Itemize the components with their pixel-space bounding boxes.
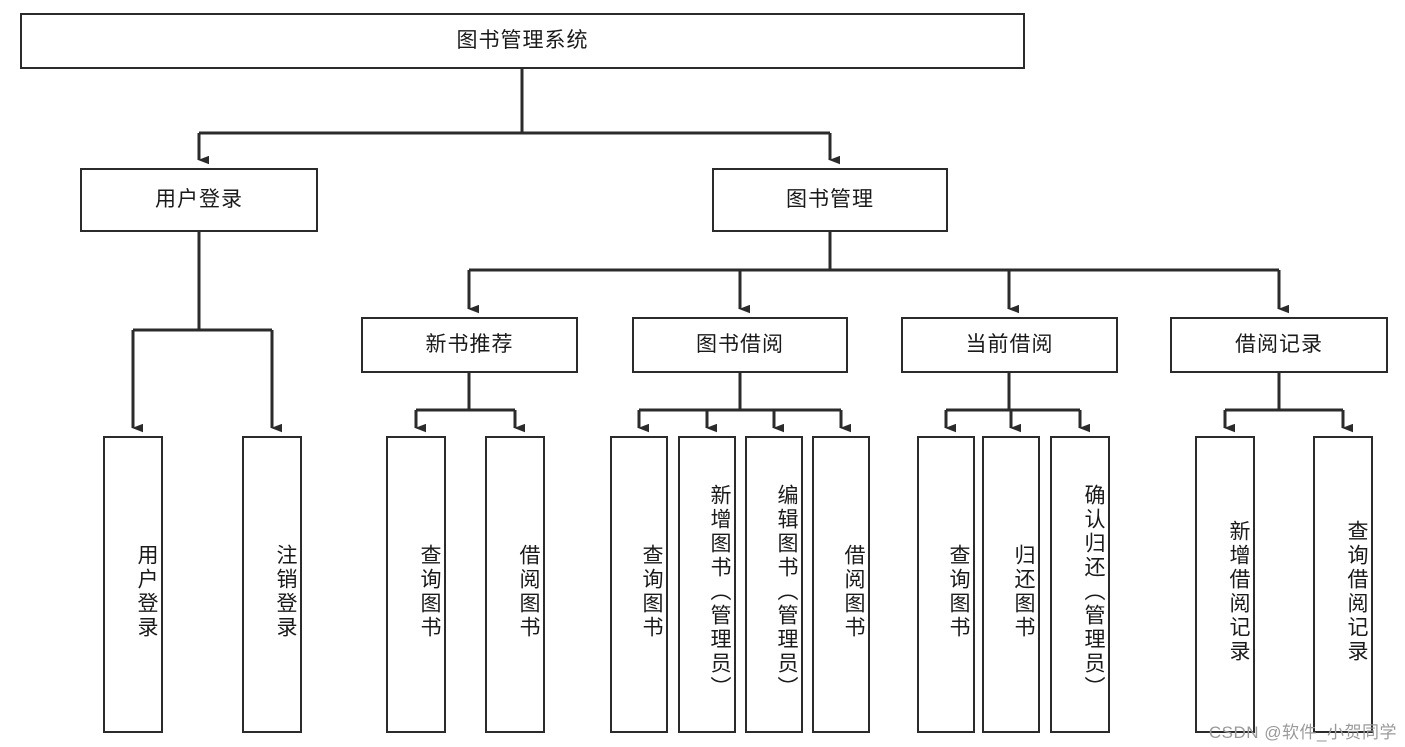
node-book-management-label: 图书管理 <box>786 188 874 212</box>
leaf-add-borrow-record-label: 新增借阅记录 <box>1227 519 1250 664</box>
leaf-edit-book-admin[interactable]: 编辑图书（管理员） <box>745 436 803 733</box>
leaf-query-borrow-record[interactable]: 查询借阅记录 <box>1313 436 1373 733</box>
leaf-borrow-book[interactable]: 借阅图书 <box>812 436 870 733</box>
node-book-management[interactable]: 图书管理 <box>712 168 948 232</box>
leaf-borrow-book-label: 借阅图书 <box>842 543 865 640</box>
node-borrow-record-label: 借阅记录 <box>1235 333 1323 357</box>
node-user-login-label: 用户登录 <box>155 188 243 212</box>
leaf-return-book-label: 归还图书 <box>1012 543 1035 640</box>
node-book-borrow-label: 图书借阅 <box>696 333 784 357</box>
leaf-add-book-admin-label: 新增图书（管理员） <box>708 483 731 700</box>
leaf-return-book[interactable]: 归还图书 <box>982 436 1040 733</box>
node-new-book-recommend[interactable]: 新书推荐 <box>361 317 578 373</box>
leaf-query-book-new-label: 查询图书 <box>418 543 441 640</box>
node-current-borrow[interactable]: 当前借阅 <box>901 317 1118 373</box>
leaf-confirm-return-admin-label: 确认归还（管理员） <box>1082 483 1105 700</box>
leaf-query-book-borrow-label: 查询图书 <box>640 543 663 640</box>
leaf-user-login[interactable]: 用户登录 <box>103 436 163 733</box>
leaf-logout[interactable]: 注销登录 <box>242 436 302 733</box>
leaf-confirm-return-admin[interactable]: 确认归还（管理员） <box>1050 436 1110 733</box>
leaf-query-book-borrow[interactable]: 查询图书 <box>610 436 668 733</box>
node-current-borrow-label: 当前借阅 <box>965 333 1054 357</box>
node-root-label: 图书管理系统 <box>456 29 589 53</box>
csdn-watermark: CSDN @软件_小贺同学 <box>1208 723 1397 742</box>
node-root[interactable]: 图书管理系统 <box>20 13 1025 69</box>
leaf-add-book-admin[interactable]: 新增图书（管理员） <box>678 436 736 733</box>
leaf-query-book-current-label: 查询图书 <box>947 543 970 640</box>
leaf-user-login-label: 用户登录 <box>135 543 158 640</box>
leaf-query-borrow-record-label: 查询借阅记录 <box>1345 519 1368 664</box>
leaf-query-book-current[interactable]: 查询图书 <box>917 436 975 733</box>
node-borrow-record[interactable]: 借阅记录 <box>1170 317 1388 373</box>
node-book-borrow[interactable]: 图书借阅 <box>632 317 848 373</box>
leaf-borrow-book-new-label: 借阅图书 <box>517 543 540 640</box>
leaf-edit-book-admin-label: 编辑图书（管理员） <box>775 483 798 700</box>
node-new-book-recommend-label: 新书推荐 <box>425 333 514 357</box>
leaf-borrow-book-new[interactable]: 借阅图书 <box>485 436 545 733</box>
leaf-query-book-new[interactable]: 查询图书 <box>386 436 446 733</box>
leaf-logout-label: 注销登录 <box>274 543 297 640</box>
leaf-add-borrow-record[interactable]: 新增借阅记录 <box>1195 436 1255 733</box>
node-user-login[interactable]: 用户登录 <box>80 168 318 232</box>
